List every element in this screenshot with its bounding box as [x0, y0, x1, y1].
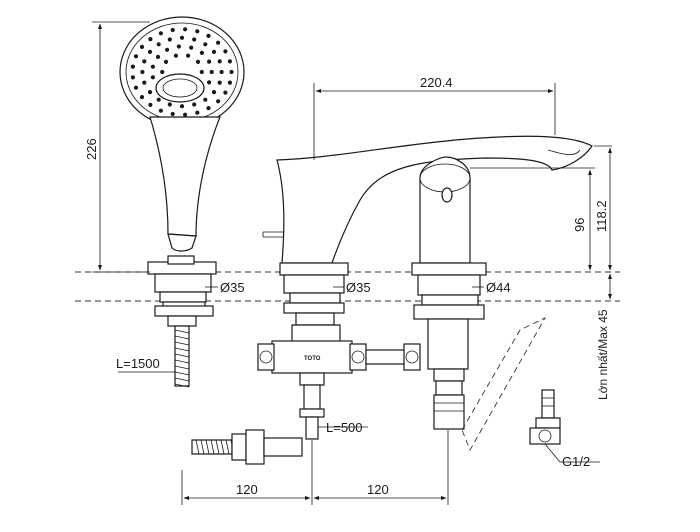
- mixer-icon: [411, 156, 487, 430]
- nozzle-hole: [160, 69, 165, 75]
- nozzle-hole: [195, 110, 200, 115]
- nozzle-hole: [203, 97, 208, 102]
- nozzle-hole: [216, 40, 221, 45]
- nozzle-hole: [133, 54, 139, 59]
- thread-line: [210, 439, 215, 455]
- nozzle-hole: [223, 49, 228, 54]
- dim-lever-height: 96: [572, 218, 587, 232]
- nozzle-hole: [139, 95, 145, 100]
- thread-line: [195, 439, 200, 455]
- nozzle-hole: [217, 59, 222, 64]
- nozzle-hole: [158, 108, 163, 113]
- nozzle-hole: [130, 64, 135, 69]
- nozzle-hole: [147, 90, 153, 95]
- dim-deck-thickness: Lớn nhất/Max 45: [596, 309, 610, 400]
- nozzle-hole: [156, 42, 161, 47]
- nozzle-hole: [219, 69, 224, 75]
- nozzle-hole: [147, 49, 153, 55]
- nozzle-hole: [163, 59, 169, 64]
- brand-label: TOTO: [304, 356, 321, 362]
- hose-dashed-path: [461, 316, 547, 452]
- hose-ring: [174, 347, 190, 352]
- nozzle-hole: [211, 90, 217, 95]
- nozzle-hole: [195, 59, 201, 64]
- nozzle-hole: [229, 69, 234, 75]
- nozzle-hole: [142, 80, 147, 85]
- hose-ring: [174, 353, 190, 358]
- hose-ring: [174, 365, 190, 370]
- nozzle-hole: [195, 29, 200, 34]
- nozzle-hole: [173, 53, 178, 58]
- thread-line: [225, 439, 230, 455]
- nozzle-hole: [207, 80, 212, 85]
- nozzle-hole: [199, 50, 204, 56]
- nozzle-hole: [148, 37, 153, 42]
- nozzle-hole: [150, 64, 155, 69]
- dim-shower-height: 226: [84, 138, 99, 160]
- nozzle-hole: [158, 31, 163, 36]
- dim-spout-reach: 220.4: [420, 75, 453, 90]
- nozzle-hole: [206, 33, 211, 39]
- hose-ring: [174, 383, 190, 388]
- nozzle-hole: [227, 80, 232, 85]
- nozzle-hole: [148, 102, 153, 107]
- nozzle-hole: [170, 111, 175, 117]
- hose-connector-icon: [191, 429, 303, 465]
- hose-ring: [174, 371, 190, 376]
- hose-ring: [174, 377, 190, 382]
- nozzle-hole: [156, 97, 161, 102]
- connector-icon: [529, 389, 561, 445]
- hose-ring: [174, 359, 190, 364]
- nozzle-hole: [139, 44, 145, 50]
- supply-length-label: L=500: [326, 420, 363, 435]
- nozzle-hole: [183, 112, 188, 117]
- hose-length-label: L=1500: [116, 356, 160, 371]
- hole-mixer-label: Ø44: [486, 280, 511, 295]
- thread-line: [200, 439, 205, 455]
- spacing-left-label: 120: [236, 482, 258, 497]
- nozzle-hole: [216, 99, 221, 104]
- thread-line: [205, 439, 210, 455]
- nozzle-hole: [207, 59, 212, 64]
- nozzle-hole: [211, 49, 217, 55]
- spout-icon: TOTO: [257, 135, 593, 440]
- nozzle-hole: [183, 27, 188, 32]
- hose-ring: [174, 341, 190, 346]
- nozzle-hole: [209, 69, 214, 75]
- nozzle-hole: [170, 27, 175, 33]
- nozzle-hole: [217, 80, 222, 85]
- nozzle-hole: [223, 90, 228, 95]
- nozzle-hole: [206, 106, 211, 111]
- spacing-right-label: 120: [367, 482, 389, 497]
- nozzle-hole: [179, 104, 185, 109]
- nozzle-hole: [192, 37, 197, 42]
- nozzle-hole: [203, 42, 208, 47]
- nozzle-hole: [186, 53, 191, 58]
- nozzle-hole: [199, 69, 204, 75]
- nozzle-hole: [130, 75, 135, 80]
- thread-label: G1/2: [562, 454, 590, 469]
- hose-ring: [174, 335, 190, 340]
- hole-spout-label: Ø35: [346, 280, 371, 295]
- nozzle-hole: [167, 37, 172, 42]
- nozzle-hole: [140, 69, 145, 75]
- nozzle-hole: [167, 102, 172, 107]
- nozzle-hole: [189, 45, 194, 50]
- thread-line: [215, 439, 220, 455]
- nozzle-hole: [192, 102, 197, 107]
- nozzle-hole: [165, 47, 170, 52]
- nozzle-hole: [179, 35, 185, 40]
- nozzle-hole: [142, 59, 147, 64]
- hole-shower-label: Ø35: [220, 280, 245, 295]
- hose-ring: [174, 329, 190, 334]
- thread-line: [220, 439, 225, 455]
- dim-spout-height: 118.2: [594, 200, 609, 232]
- handshower-icon: [119, 16, 245, 388]
- nozzle-hole: [150, 75, 155, 80]
- nozzle-hole: [227, 59, 232, 64]
- nozzle-hole: [155, 54, 161, 60]
- nozzle-hole: [133, 85, 139, 90]
- nozzle-hole: [176, 44, 181, 49]
